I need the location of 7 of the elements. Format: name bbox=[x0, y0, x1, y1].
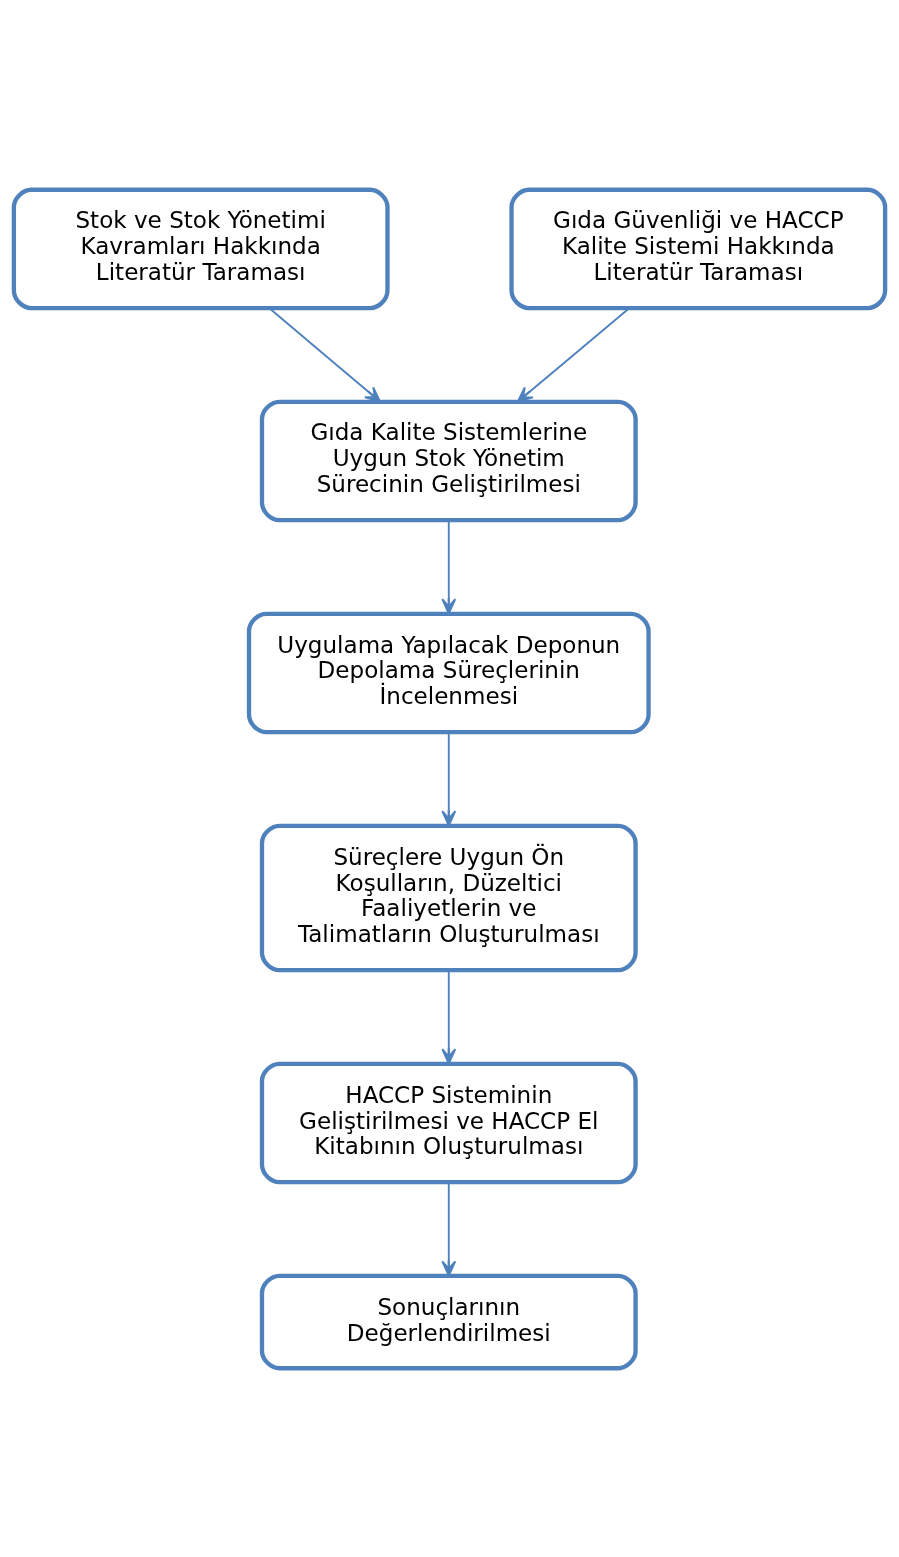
node-box: Sonuçlarının Değerlendirilmesi bbox=[259, 1273, 638, 1370]
node-box: HACCP Sisteminin Geliştirilmesi ve HACCP El Kitabının Oluşturulması bbox=[259, 1061, 638, 1184]
node-box: Uygulama Yapılacak Deponun Depolama Süreçlerinin İncelenmesi bbox=[246, 611, 651, 734]
node-box: Gıda Güvenliği ve HACCP Kalite Sistemi Hakkında Literatür Taraması bbox=[509, 187, 888, 310]
node-box: Gıda Kalite Sistemlerine Uygun Stok Yönetim Sürecinin Geliştirilmesi bbox=[259, 399, 638, 522]
node-box: Stok ve Stok Yönetimi Kavramları Hakkında Literatür Taraması bbox=[11, 187, 390, 310]
node-box: Süreçlere Uygun Ön Koşulların, Düzeltici Faaliyetlerin ve Talimatların Oluşturulması bbox=[259, 823, 638, 972]
